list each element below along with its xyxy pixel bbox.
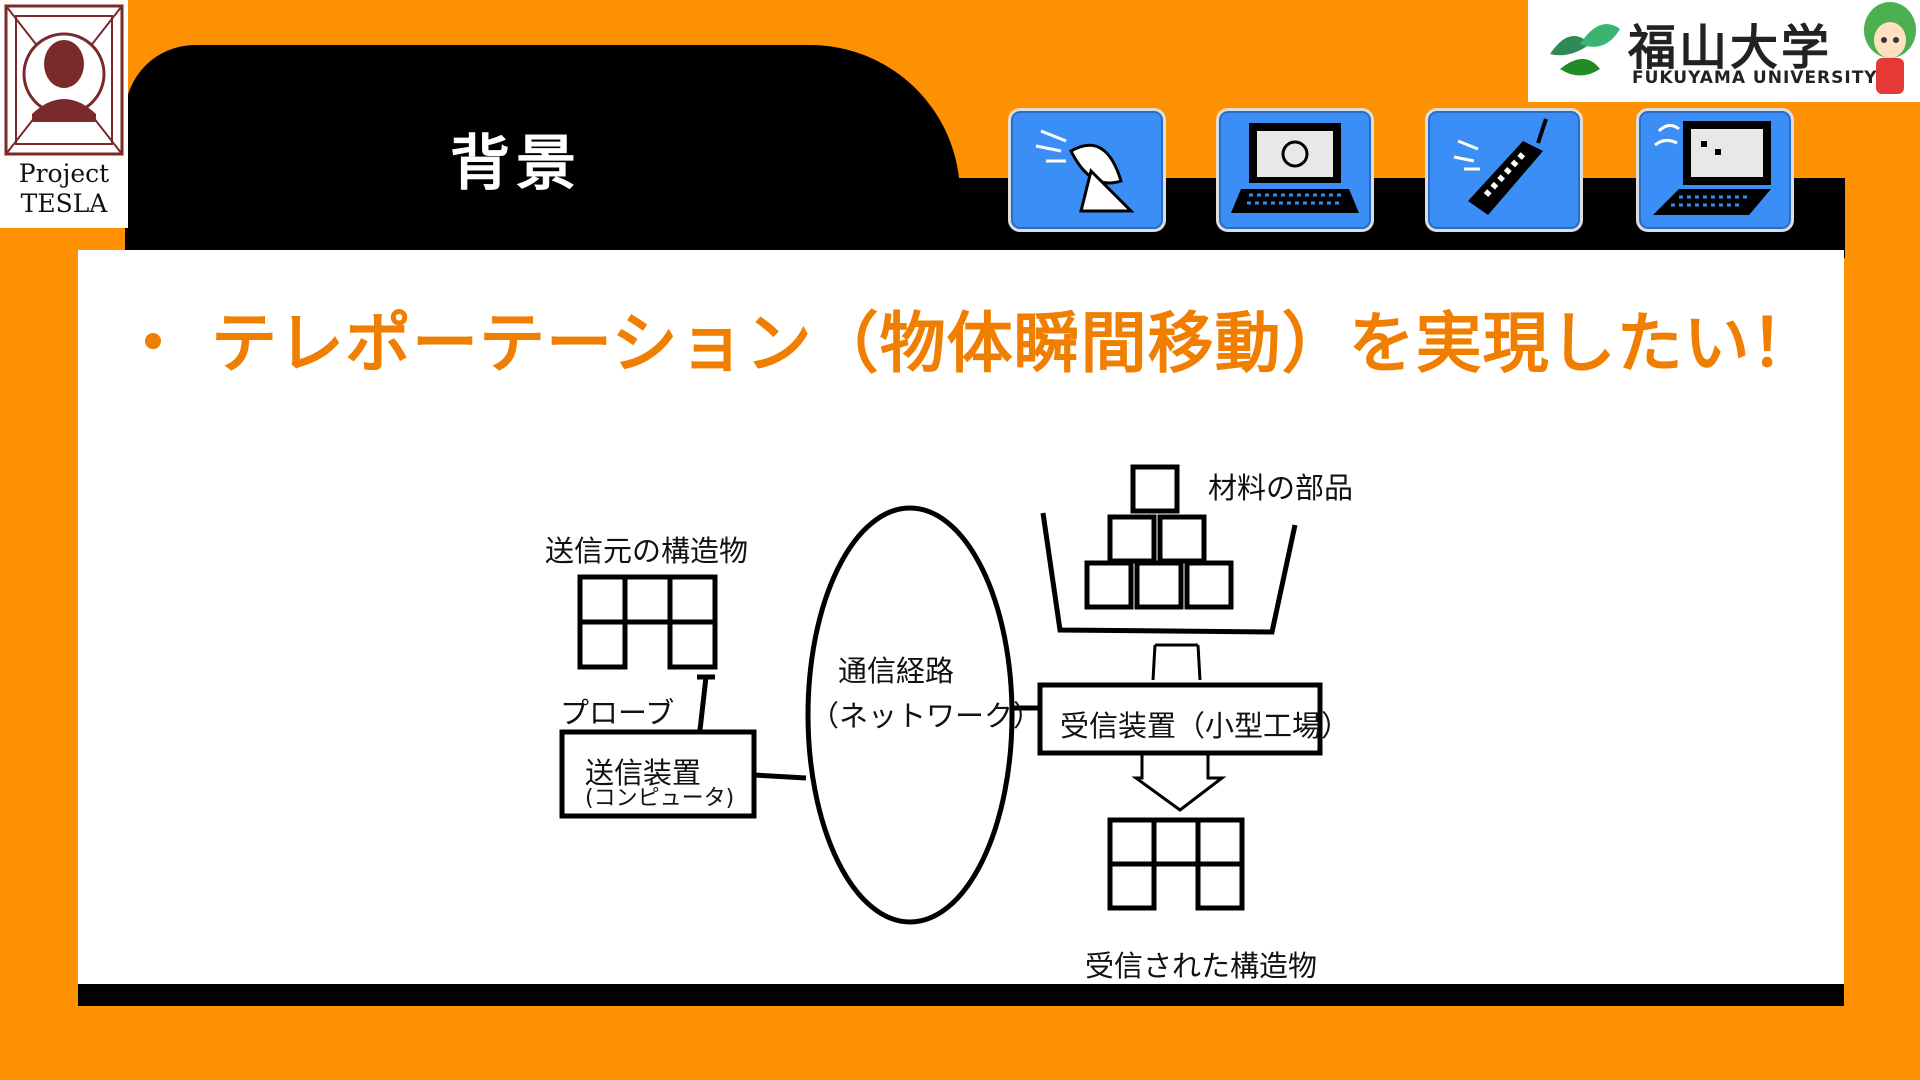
mobile-phone-icon[interactable] — [1425, 108, 1583, 232]
tesla-portrait-icon — [4, 4, 124, 156]
source-structure-label: 送信元の構造物 — [545, 534, 749, 568]
received-structure-label: 受信された構造物 — [1085, 949, 1318, 983]
materials-blocks — [1084, 464, 1234, 610]
source-structure-blocks — [577, 574, 718, 670]
network-sublabel: （ネットワーク） — [810, 699, 1043, 733]
received-structure-blocks — [1107, 817, 1245, 911]
sender-device-box — [559, 729, 757, 819]
sender-device-sublabel: (コンピュータ) — [585, 786, 735, 811]
satellite-dish-icon[interactable] — [1008, 108, 1166, 232]
materials-arrow — [1151, 643, 1202, 681]
project-tesla-logo: Project TESLA — [0, 0, 128, 228]
laptop-computer-icon[interactable] — [1636, 108, 1794, 232]
university-logo: 福山大学 FUKUYAMA UNIVERSITY — [1528, 0, 1920, 102]
sender-network-link — [753, 772, 807, 781]
probe-line — [697, 674, 715, 731]
network-label: 通信経路 — [838, 654, 955, 688]
tesla-logo-line1: Project — [18, 159, 110, 188]
probe-label: プローブ — [560, 696, 675, 730]
mascot-icon — [1864, 2, 1916, 94]
university-name-jp: 福山大学 — [1628, 20, 1833, 76]
headline: ・ テレポーテーション（物体瞬間移動）を実現したい！ — [120, 305, 1818, 382]
receiver-device-label: 受信装置（小型工場） — [1060, 709, 1351, 743]
materials-label: 材料の部品 — [1208, 471, 1354, 505]
sender-device-label: 送信装置 — [585, 756, 702, 790]
materials-bucket — [1040, 512, 1298, 635]
network-ellipse — [805, 505, 1015, 925]
tesla-logo-line2: TESLA — [20, 189, 108, 218]
computer-email-icon[interactable] — [1216, 108, 1374, 232]
content-panel — [78, 250, 1844, 984]
output-arrow — [1131, 755, 1227, 812]
header-bar — [125, 45, 960, 255]
receiver-device-box — [1037, 682, 1323, 756]
leaf-emblem-icon — [1550, 24, 1620, 76]
bottom-bar — [78, 984, 1844, 1006]
university-name-en: FUKUYAMA UNIVERSITY — [1632, 68, 1878, 88]
page-title: 背景 — [450, 129, 582, 199]
